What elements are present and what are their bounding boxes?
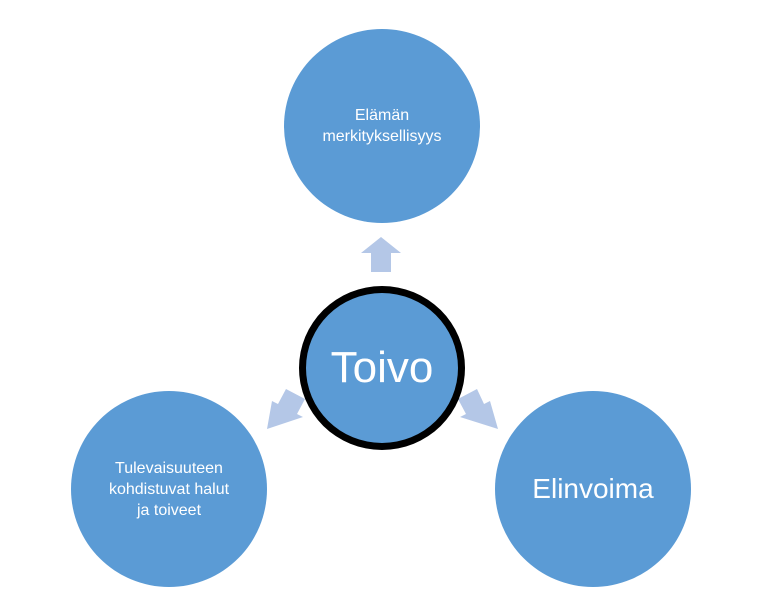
meaningfulness-label: Elämän merkityksellisyys	[322, 107, 442, 145]
meaningfulness-node: Elämän merkityksellisyys	[284, 29, 480, 223]
future-wishes-label: Tulevaisuuteen kohdistuvat halut ja toiv…	[108, 459, 230, 519]
arrow-down-left-icon	[267, 389, 305, 429]
future-wishes-node: Tulevaisuuteen kohdistuvat halut ja toiv…	[71, 391, 267, 587]
arrow-down-right-icon	[458, 389, 498, 429]
vitality-node: Elinvoima	[495, 391, 691, 587]
hope-label: Toivo	[330, 343, 434, 392]
vitality-label: Elinvoima	[532, 473, 654, 504]
hope-center-node: Toivo	[299, 286, 465, 450]
arrow-up-icon	[361, 237, 401, 272]
